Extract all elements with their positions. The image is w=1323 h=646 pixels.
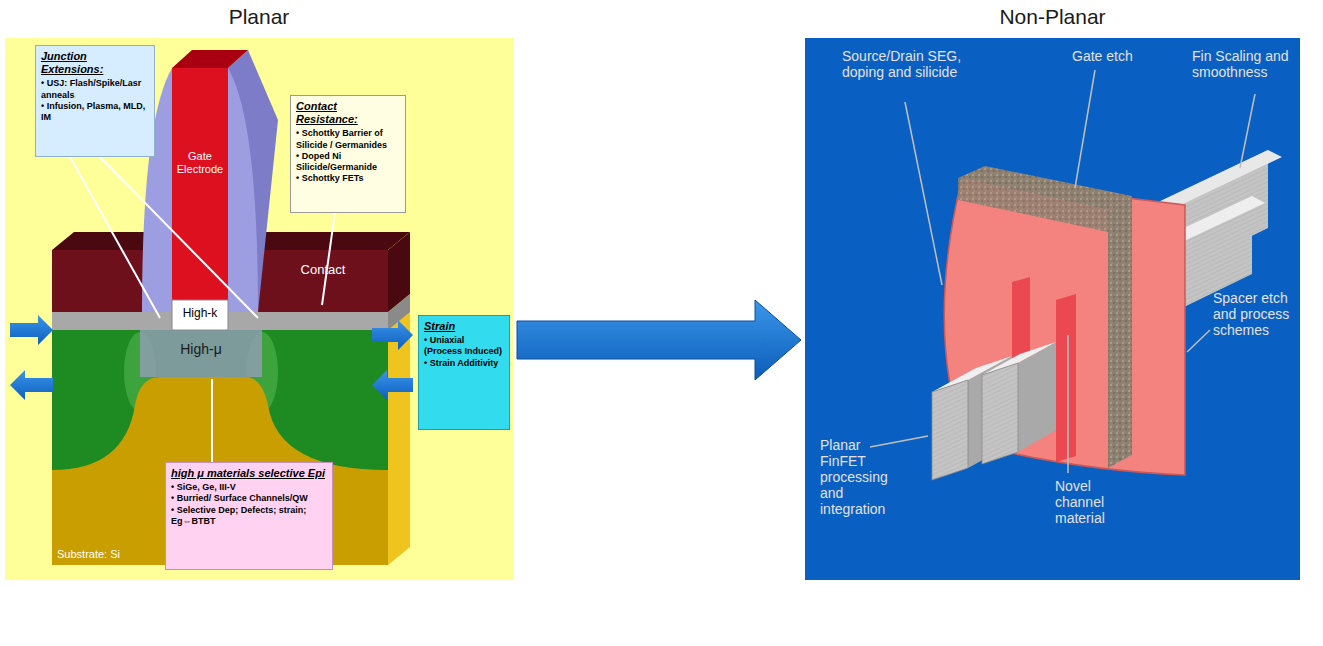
- non-planar-panel: Non-PlanarSource/Drain SEG, doping and s…: [805, 38, 1300, 580]
- callout-bullet: • Burried/ Surface Channels/QW: [171, 493, 327, 504]
- part-label: Fin Scaling and smoothness: [1192, 48, 1298, 80]
- callout-box: Strain • Uniaxial (Process Induced)• Stra…: [418, 315, 510, 430]
- callout-bullet: • Infusion, Plasma, MLD, IM: [41, 101, 149, 124]
- panel-heading: Planar: [5, 5, 513, 29]
- part-label: Planar FinFET processing and integration: [820, 437, 900, 517]
- callout-bullet: • Schottky FETs: [296, 173, 400, 184]
- part-label: Novel channel material: [1055, 478, 1130, 526]
- panel-heading: Non-Planar: [805, 5, 1300, 29]
- part-label: Contact: [268, 263, 378, 278]
- block-arrow: [517, 300, 801, 380]
- part-label: Source/Drain SEG, doping and silicide: [842, 48, 967, 80]
- callout-bullet: • Selective Dep; Defects; strain; Eg⇔BTB…: [171, 505, 327, 528]
- callout-bullet: • Doped Ni Silicide/Germanide: [296, 151, 400, 174]
- part-label: High-k: [172, 307, 228, 321]
- callout-heading: Strain: [424, 320, 504, 333]
- callout-bullet: • SiGe, Ge, III-V: [171, 482, 327, 493]
- part-label: Gate etch: [1072, 48, 1152, 64]
- callout-bullet: • Schottky Barrier of Silicide / Germani…: [296, 128, 400, 151]
- callout-box: high μ materials selective Epi • SiGe, Ge…: [165, 462, 333, 570]
- callout-bullet: • USJ: Flash/Spike/Lasr anneals: [41, 78, 149, 101]
- part-label: Spacer etch and process schemes: [1213, 290, 1298, 338]
- callout-heading: Junction Extensions:: [41, 50, 149, 76]
- callout-box: Junction Extensions:• USJ: Flash/Spike/L…: [35, 45, 155, 157]
- planar-panel: PlanarJunction Extensions:• USJ: Flash/S…: [5, 38, 513, 580]
- part-label: Substrate: Si: [57, 548, 167, 561]
- callout-heading: Contact Resistance:: [296, 100, 400, 126]
- part-label: Gate Electrode: [172, 150, 228, 175]
- callout-box: Contact Resistance:• Schottky Barrier of…: [290, 95, 406, 213]
- callout-bullet: • Strain Additivity: [424, 358, 504, 369]
- callout-heading: high μ materials selective Epi: [171, 467, 327, 480]
- callout-bullet: • Uniaxial (Process Induced): [424, 335, 504, 358]
- part-label: High-μ: [140, 341, 262, 357]
